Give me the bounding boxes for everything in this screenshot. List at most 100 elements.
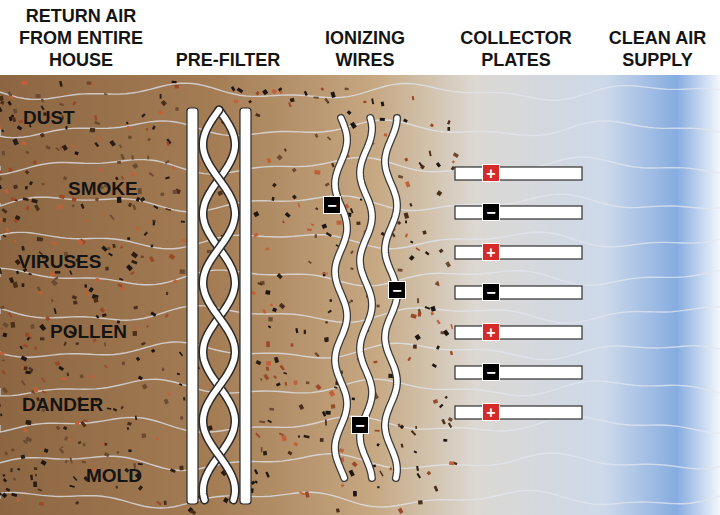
particle [71, 204, 75, 208]
particle-label: MOLD [86, 465, 142, 487]
particle [21, 355, 28, 361]
particle [441, 419, 446, 425]
particle [350, 250, 354, 254]
particle [271, 197, 274, 201]
particle [415, 426, 417, 429]
particle [2, 218, 6, 223]
particle [257, 282, 262, 285]
particle-label: SMOKE [68, 178, 138, 200]
particle [267, 420, 272, 424]
particle [190, 509, 197, 515]
particle [410, 313, 417, 318]
particle [34, 204, 40, 211]
particle [109, 140, 116, 147]
particle [119, 144, 122, 148]
particle [179, 466, 183, 471]
airflow-line [0, 416, 720, 433]
particle [325, 98, 329, 103]
particle [416, 247, 421, 251]
particle [13, 477, 17, 481]
particle [147, 155, 149, 159]
particle [80, 421, 86, 428]
particle [141, 255, 145, 258]
particle [107, 408, 112, 410]
particle [415, 334, 421, 341]
air-stream [0, 75, 720, 515]
filter-braid [203, 110, 235, 500]
filter-braid [203, 110, 235, 500]
particle [23, 197, 29, 201]
particle [77, 239, 83, 245]
particle [352, 461, 358, 467]
particle [278, 87, 282, 91]
particle [94, 115, 98, 121]
particle [416, 473, 421, 479]
particle [61, 446, 63, 449]
particle [128, 449, 131, 452]
particle [0, 493, 2, 496]
particle [299, 492, 305, 496]
particle [150, 311, 156, 316]
particle [45, 145, 51, 150]
particle [25, 151, 29, 155]
particle [138, 463, 143, 465]
particle [325, 411, 330, 415]
collector-plate [455, 286, 582, 299]
particle [279, 433, 284, 437]
particle [0, 218, 3, 223]
particle [144, 232, 148, 236]
particle [94, 121, 100, 125]
particle [231, 86, 236, 91]
particle [266, 361, 271, 365]
particle [21, 380, 26, 386]
particle [422, 230, 426, 234]
particle [256, 360, 262, 365]
particle [84, 290, 87, 296]
particle [320, 87, 324, 91]
particle [83, 419, 88, 422]
charge-symbol: − [351, 416, 369, 434]
particle [0, 352, 5, 356]
particle [172, 166, 175, 170]
particle [57, 205, 62, 209]
particle [334, 386, 338, 388]
particle [102, 313, 107, 317]
particle [167, 392, 171, 397]
particle [99, 307, 105, 313]
particle [22, 81, 28, 85]
particle [448, 417, 453, 422]
particle [37, 286, 41, 291]
particle [0, 124, 1, 130]
particle [142, 433, 147, 437]
particle [5, 488, 10, 492]
particle [161, 100, 167, 106]
particle [344, 87, 348, 90]
particle [363, 100, 366, 103]
particle [414, 451, 417, 454]
particle [56, 425, 61, 430]
particle [11, 197, 16, 201]
particle [16, 498, 20, 502]
particle [132, 163, 138, 169]
particle [23, 428, 28, 433]
particle [331, 91, 336, 98]
particle [324, 98, 329, 102]
particle [350, 208, 354, 213]
filter-frame [187, 108, 198, 504]
particle [128, 136, 132, 140]
particle [266, 248, 270, 251]
particle [68, 438, 70, 441]
charge-symbol: − [323, 196, 341, 214]
particle [307, 229, 312, 232]
particle [12, 282, 18, 289]
particle [290, 343, 293, 346]
particle [292, 168, 297, 173]
particle [255, 113, 260, 117]
particle [410, 241, 413, 244]
particle [152, 220, 156, 223]
airflow-line [0, 379, 720, 396]
particle [430, 312, 434, 316]
airflow-line [0, 306, 720, 323]
particle [17, 125, 23, 130]
particle [298, 203, 301, 208]
